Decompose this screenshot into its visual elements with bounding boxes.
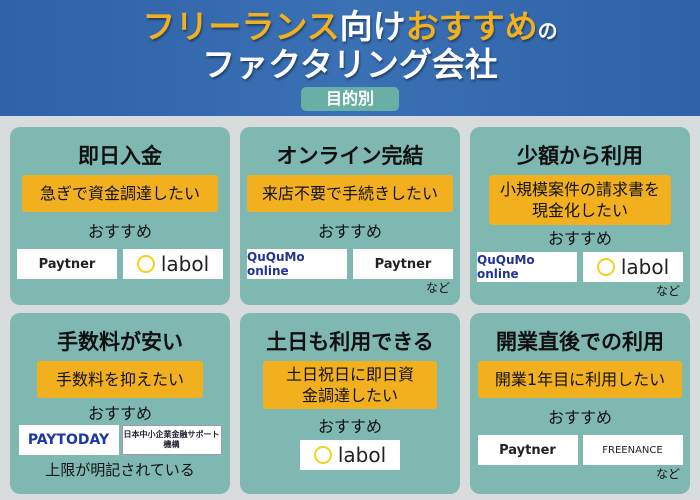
- logo-text: labol: [620, 255, 670, 279]
- title-part: の: [537, 19, 558, 43]
- etc-label: など: [655, 284, 680, 298]
- title-part: おすすめ: [405, 7, 538, 46]
- card-title: 手数料が安い: [57, 330, 183, 354]
- logo-text: 日本中小企業金融サポート機構: [123, 430, 220, 449]
- card-title: 開業直後での利用: [496, 330, 664, 354]
- header-banner: フリーランス向けおすすめの ファクタリング会社 目的別: [0, 0, 700, 116]
- etc-label: など: [425, 281, 450, 295]
- logo-nihon-chusho[interactable]: 日本中小企業金融サポート機構: [121, 425, 222, 455]
- logo-text: QuQuMo online: [477, 253, 535, 281]
- logo-paytner[interactable]: Paytner: [477, 435, 578, 465]
- card-need: 急ぎで資金調達したい: [22, 175, 218, 212]
- logo-paytner[interactable]: Paytner: [353, 249, 453, 279]
- logo-labol[interactable]: labol: [300, 440, 400, 470]
- logo-qqumo[interactable]: QuQuMo online: [247, 249, 347, 279]
- recommend-label: おすすめ: [87, 404, 152, 423]
- page-title-line2: ファクタリング会社: [202, 45, 498, 84]
- card-need: 土日祝日に即日資金調達したい: [263, 361, 437, 409]
- recommend-label: おすすめ: [317, 417, 382, 436]
- labol-ring-icon: [596, 258, 615, 276]
- card-need: 手数料を抑えたい: [37, 361, 203, 398]
- logo-labol[interactable]: labol: [583, 252, 683, 282]
- card-online: オンライン完結 来店不要で手続きしたい おすすめ QuQuMo online P…: [240, 127, 460, 305]
- recommend-label: おすすめ: [317, 222, 382, 241]
- recommend-label: おすすめ: [547, 229, 612, 248]
- category-badge: 目的別: [301, 87, 399, 111]
- card-same-day: 即日入金 急ぎで資金調達したい おすすめ Paytner labol: [10, 127, 230, 305]
- card-need: 小規模案件の請求書を現金化したい: [489, 175, 671, 225]
- title-part: 向け: [339, 7, 406, 46]
- logo-text: Paytner: [374, 256, 432, 272]
- logo-paytoday[interactable]: PAYTODAY: [18, 425, 119, 455]
- card-title: 土日も利用できる: [266, 330, 434, 354]
- card-need: 開業1年目に利用したい: [478, 361, 682, 398]
- card-low-fee: 手数料が安い 手数料を抑えたい おすすめ PAYTODAY 日本中小企業金融サポ…: [10, 313, 230, 494]
- etc-label: など: [655, 467, 680, 481]
- page-title: フリーランス向けおすすめの: [0, 8, 700, 46]
- recommend-label: おすすめ: [87, 222, 152, 241]
- logo-text: FREENANCE: [602, 444, 663, 456]
- logo-text: labol: [337, 443, 387, 467]
- logo-text: labol: [160, 252, 210, 276]
- card-small-amount: 少額から利用 小規模案件の請求書を現金化したい おすすめ QuQuMo onli…: [470, 127, 690, 305]
- logo-labol[interactable]: labol: [123, 249, 223, 279]
- logo-text: QuQuMo online: [247, 250, 305, 278]
- card-note: 上限が明記されている: [45, 461, 195, 479]
- labol-ring-icon: [136, 255, 155, 273]
- logo-qqumo[interactable]: QuQuMo online: [477, 252, 577, 282]
- card-new-business: 開業直後での利用 開業1年目に利用したい おすすめ Paytner FREENA…: [470, 313, 690, 494]
- card-title: 即日入金: [78, 144, 162, 168]
- title-part: フリーランス: [142, 7, 340, 46]
- card-title: 少額から利用: [517, 144, 643, 168]
- logo-text: Paytner: [499, 442, 556, 458]
- card-need: 来店不要で手続きしたい: [247, 175, 453, 212]
- labol-ring-icon: [313, 446, 332, 464]
- recommend-label: おすすめ: [547, 408, 612, 427]
- logo-text: Paytner: [38, 256, 96, 272]
- logo-paytner[interactable]: Paytner: [17, 249, 117, 279]
- logo-freenance[interactable]: FREENANCE: [582, 435, 683, 465]
- card-title: オンライン完結: [276, 144, 424, 168]
- logo-text: PAYTODAY: [27, 432, 110, 448]
- card-weekend: 土日も利用できる 土日祝日に即日資金調達したい おすすめ labol: [240, 313, 460, 494]
